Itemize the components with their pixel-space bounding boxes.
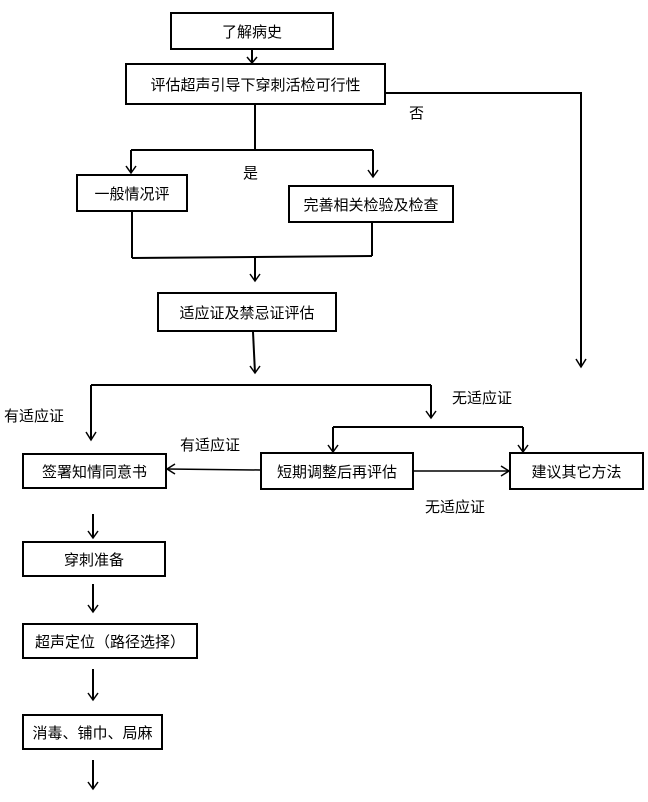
- node-ultrasound-locate: 超声定位（路径选择）: [22, 623, 198, 659]
- node-reassess: 短期调整后再评估: [260, 452, 414, 490]
- arrowhead: [165, 463, 176, 475]
- arrowhead: [249, 273, 261, 283]
- label-yes: 是: [243, 164, 259, 182]
- arrowhead: [85, 431, 97, 442]
- node-puncture-prep: 穿刺准备: [22, 541, 166, 577]
- connector-merge: [131, 255, 373, 259]
- arrowhead: [249, 365, 261, 375]
- node-feasibility: 评估超声引导下穿刺活检可行性: [125, 63, 386, 105]
- node-other-methods: 建议其它方法: [509, 452, 644, 490]
- label-has-indication-mid: 有适应证: [180, 436, 241, 454]
- connector-no-branch: [385, 92, 582, 367]
- arrowhead: [87, 530, 99, 540]
- arrowhead: [87, 604, 99, 614]
- arrowhead: [87, 781, 99, 791]
- node-general-eval: 一般情况评: [76, 174, 188, 212]
- label-no-indication-bottom: 无适应证: [425, 498, 486, 516]
- node-history: 了解病史: [170, 12, 334, 50]
- node-indication-eval: 适应证及禁忌证评估: [157, 292, 337, 332]
- arrowhead: [425, 410, 437, 420]
- connector-reassess-consent: [166, 468, 261, 471]
- arrowhead: [367, 169, 379, 179]
- label-has-indication-left: 有适应证: [4, 407, 65, 425]
- node-consent: 签署知情同意书: [22, 453, 167, 489]
- node-disinfect: 消毒、铺巾、局麻: [22, 714, 163, 750]
- arrowhead: [125, 165, 137, 175]
- arrowhead: [87, 692, 99, 702]
- connector-indication-split: [252, 331, 256, 374]
- node-improve-tests: 完善相关检验及检查: [288, 185, 454, 223]
- label-no-indication-top: 无适应证: [452, 389, 513, 407]
- arrowhead: [575, 358, 587, 369]
- label-no: 否: [409, 104, 425, 122]
